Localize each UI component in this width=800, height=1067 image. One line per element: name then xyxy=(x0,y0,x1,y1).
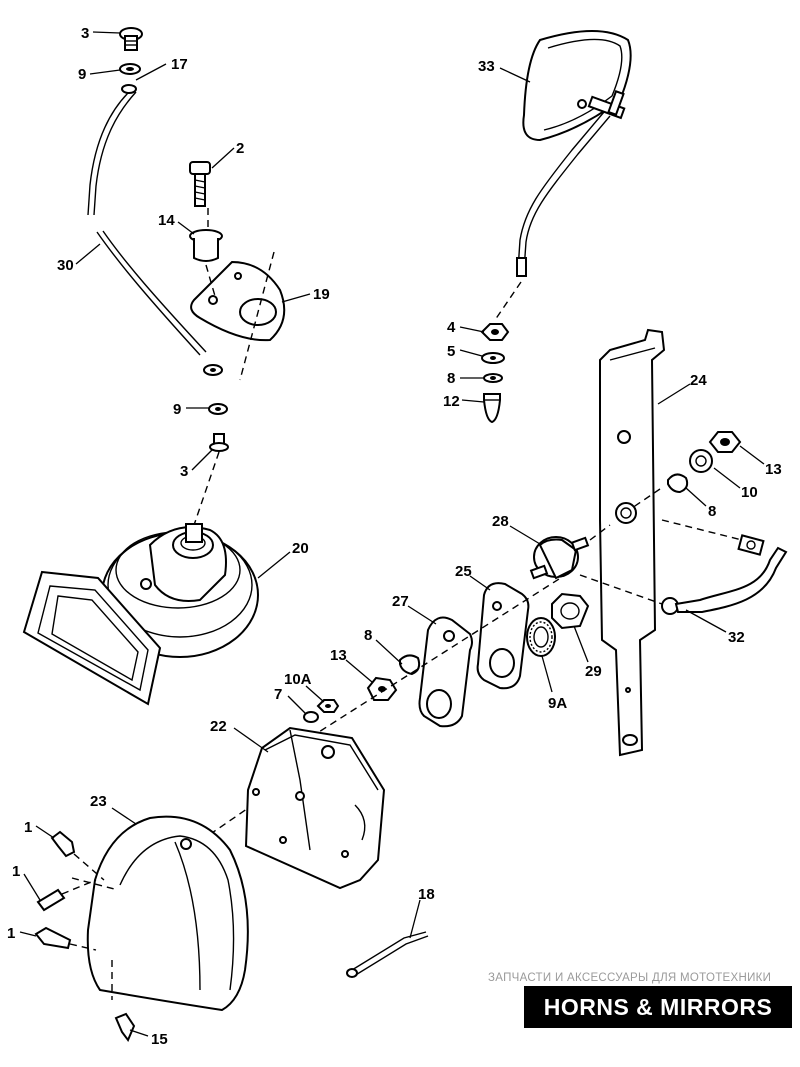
callout-3-lower: 3 xyxy=(180,463,188,480)
callout-27: 27 xyxy=(392,593,409,610)
part-20-horn xyxy=(22,523,259,706)
part-3-screw-lower xyxy=(192,433,229,529)
callout-4: 4 xyxy=(447,319,456,336)
part-27-plate xyxy=(418,616,473,728)
part-30-wire xyxy=(87,84,223,376)
callout-9A: 9A xyxy=(548,695,567,712)
watermark-text: ЗАПЧАСТИ И АКСЕССУАРЫ ДЛЯ МОТОТЕХНИКИ xyxy=(488,972,772,984)
callout-22: 22 xyxy=(210,718,227,735)
part-1-screw-a xyxy=(50,830,105,881)
part-9-washer-lower xyxy=(208,403,228,415)
part-24-mounting-bracket xyxy=(599,328,666,757)
part-28-rubber-mount xyxy=(529,524,611,580)
callout-30: 30 xyxy=(57,257,74,274)
part-22-horn-bracket xyxy=(244,726,386,890)
part-3-screw-top xyxy=(119,27,143,51)
callout-7: 7 xyxy=(274,686,282,703)
callout-8-mid: 8 xyxy=(364,627,372,644)
callout-2: 2 xyxy=(236,140,244,157)
callout-1-a: 1 xyxy=(24,819,32,836)
callout-9-top: 9 xyxy=(78,66,86,83)
callout-25: 25 xyxy=(455,563,472,580)
part-25-plate xyxy=(476,582,530,690)
part-1-screw-b xyxy=(36,879,97,912)
callout-28: 28 xyxy=(492,513,509,530)
callout-15: 15 xyxy=(151,1031,168,1048)
callout-33: 33 xyxy=(478,58,495,75)
part-32-ground-strap xyxy=(579,519,788,615)
callout-12: 12 xyxy=(443,393,460,410)
part-29-nut xyxy=(551,592,590,630)
part-19-bracket xyxy=(190,208,286,381)
callouts: 3 9 17 2 14 30 19 9 3 20 33 4 5 8 12 24 … xyxy=(7,25,782,1048)
callout-10: 10 xyxy=(741,484,758,501)
part-9A-tooth-washer xyxy=(526,617,556,657)
part-13-nut-mid xyxy=(366,676,398,701)
callout-5: 5 xyxy=(447,343,455,360)
part-23-horn-cover xyxy=(71,815,249,1012)
callout-1-b: 1 xyxy=(12,863,20,880)
part-33-mirror xyxy=(494,30,632,321)
section-title-banner: HORNS & MIRRORS xyxy=(524,986,792,1028)
part-13-nut-right xyxy=(708,431,742,453)
callout-3-top: 3 xyxy=(81,25,89,42)
callout-14: 14 xyxy=(158,212,175,229)
callout-8-right: 8 xyxy=(708,503,716,520)
part-9-washer-top xyxy=(119,63,141,75)
callout-13-mid: 13 xyxy=(330,647,347,664)
callout-24: 24 xyxy=(690,372,707,389)
part-8-lockwasher-top xyxy=(483,373,503,383)
part-7-lockwasher xyxy=(303,711,319,723)
callout-32: 32 xyxy=(728,629,745,646)
part-5-washer xyxy=(481,352,505,364)
callout-1-c: 1 xyxy=(7,925,15,942)
part-8-lockwasher-right xyxy=(667,473,689,494)
part-2-bolt xyxy=(189,161,211,207)
callout-17: 17 xyxy=(171,56,188,73)
callout-9-lower: 9 xyxy=(173,401,181,418)
callout-10A: 10A xyxy=(284,671,312,688)
part-14-spacer xyxy=(189,229,223,262)
callout-18: 18 xyxy=(418,886,435,903)
callout-29: 29 xyxy=(585,663,602,680)
part-15-clip xyxy=(114,1012,136,1042)
part-12-acorn-nut xyxy=(483,393,501,424)
part-18-pin xyxy=(346,899,429,978)
part-1-screw-c xyxy=(34,926,97,951)
callout-8-top: 8 xyxy=(447,370,455,387)
callout-19: 19 xyxy=(313,286,330,303)
part-10A-nut xyxy=(316,699,340,713)
part-10-star-washer xyxy=(689,449,713,473)
callout-23: 23 xyxy=(90,793,107,810)
callout-13-right: 13 xyxy=(765,461,782,478)
callout-20: 20 xyxy=(292,540,309,557)
leader-lines xyxy=(19,31,765,1037)
part-8-lockwasher-mid xyxy=(399,654,421,676)
part-4-nut xyxy=(480,323,510,341)
